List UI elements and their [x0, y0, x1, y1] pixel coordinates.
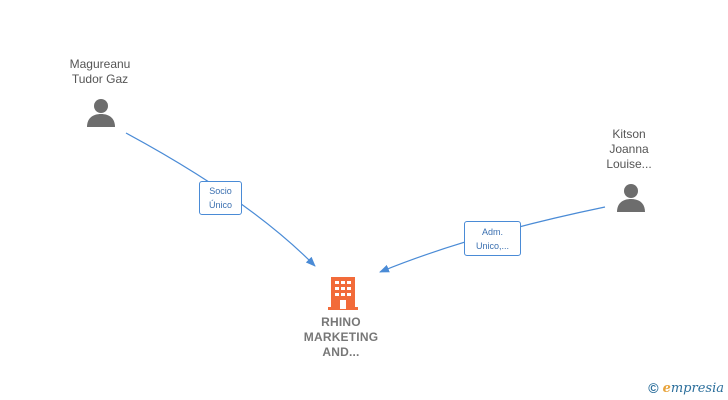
edge-label-socio-unico[interactable]: Socio Único [199, 181, 242, 215]
person-icon[interactable] [616, 182, 646, 212]
company-name[interactable]: RHINO MARKETING AND... [303, 315, 379, 359]
copyright-icon: © [648, 380, 659, 396]
building-icon[interactable] [327, 276, 359, 310]
person-name-2[interactable]: Kitson Joanna Louise... [606, 127, 652, 171]
brand-logo: empresia [662, 380, 724, 396]
person-icon[interactable] [86, 97, 116, 127]
person-name-1[interactable]: Magureanu Tudor Gaz [69, 57, 131, 86]
empresia-watermark: © empresia [648, 380, 724, 396]
edge-label-adm-unico[interactable]: Adm. Unico,... [464, 221, 521, 256]
